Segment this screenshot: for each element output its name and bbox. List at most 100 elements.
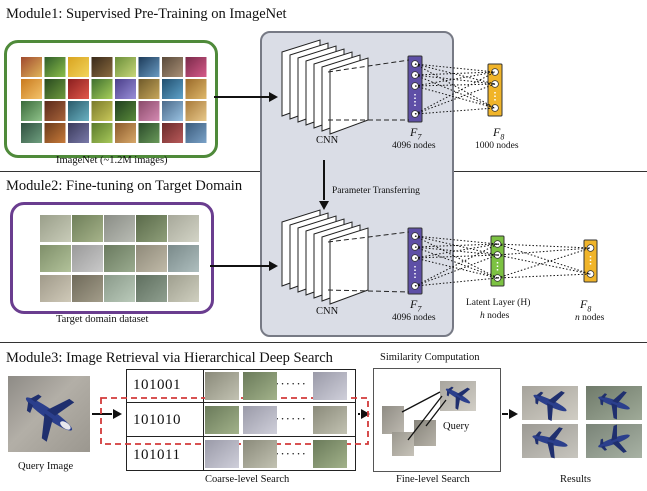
query-arrow-head <box>113 409 122 419</box>
fine-candidate-2 <box>392 432 414 456</box>
fine-search-caption: Fine-level Search <box>396 474 470 485</box>
m2-cnn-label: CNN <box>316 306 339 317</box>
coarse-arrow-head <box>361 409 370 419</box>
module2-title: Module2: Fine-tuning on Target Domain <box>6 178 243 194</box>
m1-f7-f8-conn-10 <box>414 71 496 115</box>
airplane-icon <box>25 394 75 442</box>
imagenet-thumb-26 <box>44 123 66 143</box>
imagenet-thumb-30 <box>138 123 160 143</box>
imagenet-thumb-7 <box>162 57 183 77</box>
latent-layer-label: Latent Layer (H) <box>466 298 531 308</box>
fine-query-airplane-icon <box>445 386 471 410</box>
imagenet-thumb-8 <box>185 57 207 77</box>
imagenet-thumb-4 <box>91 57 113 77</box>
coarse-thumb-c-2 <box>313 406 347 434</box>
target-thumb-3 <box>104 215 135 242</box>
m1-f7-f8-conn-9 <box>414 85 496 109</box>
m1-f7-f8-conn-8 <box>414 83 496 87</box>
imagenet-thumb-18 <box>44 101 66 121</box>
imagenet-thumb-16 <box>185 79 207 99</box>
imagenet-thumb-2 <box>44 57 66 77</box>
m2-f7-latent-conn-3 <box>414 235 498 279</box>
m1-f7-f8-conn-12 <box>414 107 496 115</box>
m1-cnn-label: CNN <box>316 135 339 146</box>
m2-f7-label: F7 <box>410 297 422 314</box>
sim-line-1 <box>401 391 441 413</box>
target-thumb-10 <box>168 245 199 272</box>
hash-code-2: 101010 <box>133 412 181 428</box>
m2-latent-f8-conn-3 <box>497 247 591 256</box>
sim-line-2 <box>407 395 443 441</box>
m2-f7-nodes: 4096 nodes <box>392 313 436 323</box>
imagenet-thumb-11 <box>68 79 89 99</box>
imagenet-thumb-25 <box>21 123 42 143</box>
m2-latent-f8-conn-5 <box>497 247 591 279</box>
target-thumb-1 <box>40 215 71 242</box>
m1-input-arrow-head <box>269 92 278 102</box>
m2-latent-f8-conn-1 <box>497 243 591 249</box>
target-thumb-12 <box>72 275 103 302</box>
m2-f8-nodes: n nodes <box>575 313 605 323</box>
m1-f7-label: F7 <box>410 125 422 142</box>
target-thumb-8 <box>104 245 135 272</box>
m1-f7-f8-conn-3 <box>414 63 496 109</box>
imagenet-thumb-13 <box>115 79 136 99</box>
imagenet-thumb-27 <box>68 123 89 143</box>
target-thumb-4 <box>136 215 167 242</box>
target-thumb-11 <box>40 275 71 302</box>
m2-proj-bottom <box>327 289 410 293</box>
target-thumb-2 <box>72 215 103 242</box>
module3-title: Module3: Image Retrieval via Hierarchica… <box>6 350 333 366</box>
imagenet-thumb-17 <box>21 101 42 121</box>
m2-latent-f8-conn-6 <box>497 273 591 279</box>
similarity-title: Similarity Computation <box>380 352 480 363</box>
imagenet-thumb-3 <box>68 57 89 77</box>
m2-f8-label: F8 <box>580 297 592 314</box>
imagenet-thumb-10 <box>44 79 66 99</box>
parameter-transferring-label: Parameter Transferring <box>332 186 420 196</box>
imagenet-thumb-31 <box>162 123 183 143</box>
coarse-thumb-b-1 <box>243 372 277 400</box>
m1-f8-nodes: 1000 nodes <box>475 141 519 151</box>
target-thumb-5 <box>168 215 199 242</box>
m2-proj-top <box>327 231 410 243</box>
imagenet-thumb-12 <box>91 79 113 99</box>
m2-f7-latent-conn-2 <box>414 235 498 256</box>
dots-row-1: ······ <box>275 376 307 391</box>
fine-candidate-1 <box>382 406 404 434</box>
m2-f7-latent-conn-11 <box>414 254 498 287</box>
target-thumb-6 <box>40 245 71 272</box>
imagenet-thumb-20 <box>91 101 113 121</box>
imagenet-thumb-6 <box>138 57 160 77</box>
coarse-thumb-b-3 <box>243 440 277 468</box>
imagenet-thumb-19 <box>68 101 89 121</box>
target-thumb-9 <box>136 245 167 272</box>
imagenet-thumb-32 <box>185 123 207 143</box>
m2-latent-f8-conn-4 <box>497 254 591 275</box>
m1-f7-nodes: 4096 nodes <box>392 141 436 151</box>
imagenet-thumb-14 <box>138 79 160 99</box>
imagenet-thumb-5 <box>115 57 136 77</box>
coarse-thumb-a-1 <box>205 372 239 400</box>
coarse-thumb-a-3 <box>205 440 239 468</box>
coarse-search-caption: Coarse-level Search <box>205 474 290 485</box>
coarse-thumb-a-2 <box>205 406 239 434</box>
m2-f7-latent-conn-9 <box>414 257 498 279</box>
dots-row-3: ······ <box>275 446 307 461</box>
m2-f8-node-1 <box>586 244 595 252</box>
fine-candidate-3 <box>414 420 436 446</box>
target-thumb-15 <box>168 275 199 302</box>
latent-layer-nodes: h nodes <box>480 311 510 321</box>
query-image <box>8 376 90 452</box>
m1-f7-f8-conn-2 <box>414 63 496 85</box>
m2-latent-f8-conn-2 <box>497 243 591 275</box>
coarse-thumb-c-3 <box>313 440 347 468</box>
m1-f7-f8-conn-4 <box>414 71 496 76</box>
coarse-thumb-b-2 <box>243 406 277 434</box>
transfer-arrow-head <box>319 201 329 210</box>
imagenet-caption: ImageNet (~1.2M images) <box>56 155 168 166</box>
m2-cnn-layer-7 <box>329 227 369 305</box>
imagenet-thumb-15 <box>162 79 183 99</box>
result-airplane-icon-2 <box>598 391 630 420</box>
m1-f7-f8-conn-1 <box>414 63 496 73</box>
